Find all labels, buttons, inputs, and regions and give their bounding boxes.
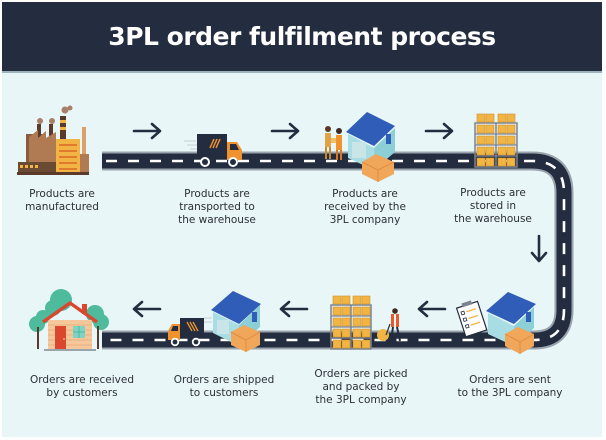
picking-packing-icon	[330, 295, 401, 350]
arrow-right-icon	[424, 122, 454, 140]
arrow-right-icon	[132, 122, 162, 140]
arrow-left-icon	[279, 300, 309, 318]
process-scene	[17, 105, 574, 354]
arrow-down-icon	[530, 234, 548, 263]
header-banner: 3PL order fulfilment process	[2, 2, 602, 73]
customer-house-icon	[29, 289, 109, 351]
step-label-transported: Products are transported to the warehous…	[178, 188, 256, 226]
step-label-orders-sent: Orders are sent to the 3PL company	[457, 374, 563, 399]
warehouse-handover-icon	[325, 112, 395, 182]
step-label-received-customers: Orders are received by customers	[29, 374, 134, 399]
step-label-received-3pl: Products are received by the 3PL company	[324, 188, 406, 226]
order-checklist-warehouse-icon	[455, 292, 536, 354]
storage-shelves-icon	[474, 113, 518, 168]
step-label-stored: Products are stored in the warehouse	[454, 187, 532, 225]
arrow-left-icon	[417, 300, 447, 318]
factory-icon	[17, 105, 89, 175]
arrow-left-icon	[132, 300, 162, 318]
step-label-manufactured: Products are manufactured	[25, 188, 99, 213]
road	[102, 151, 574, 350]
step-label-shipped: Orders are shipped to customers	[173, 374, 275, 399]
infographic: 3PL order fulfilment process Products ar…	[2, 2, 602, 437]
shipping-warehouse-truck-icon	[168, 291, 261, 352]
delivery-truck-icon	[184, 134, 242, 167]
step-label-picked-packed: Orders are picked and packed by the 3PL …	[314, 368, 408, 406]
page-title: 3PL order fulfilment process	[108, 22, 496, 51]
lane-dashes	[102, 159, 566, 342]
arrow-right-icon	[270, 122, 300, 140]
